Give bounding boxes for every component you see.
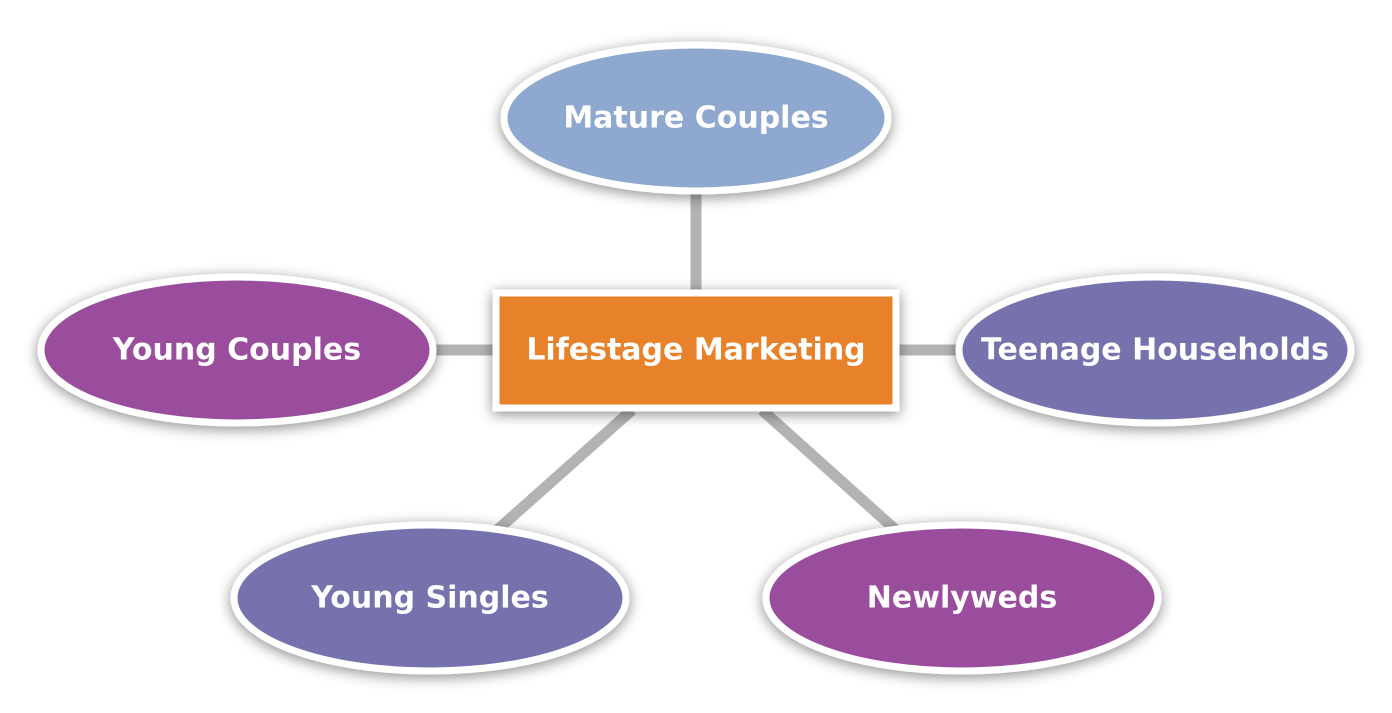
center-node: Lifestage Marketing bbox=[492, 289, 900, 412]
node-mature-couples: Mature Couples bbox=[500, 41, 892, 195]
node-young-couples-shape bbox=[37, 273, 437, 427]
connectors bbox=[432, 190, 962, 537]
center-node-shape bbox=[492, 289, 900, 412]
node-mature-couples-label: Mature Couples bbox=[563, 101, 828, 136]
node-mature-couples-shape bbox=[500, 41, 892, 195]
center-node-label: Lifestage Marketing bbox=[526, 333, 865, 368]
connector-newlyweds bbox=[758, 405, 902, 537]
node-teenage-households: Teenage Households bbox=[955, 273, 1355, 427]
node-young-couples: Young Couples bbox=[37, 273, 437, 427]
connector-young-singles bbox=[491, 405, 636, 537]
node-young-singles-shape bbox=[230, 521, 630, 675]
node-young-couples-label: Young Couples bbox=[112, 333, 361, 368]
node-newlyweds: Newlyweds bbox=[762, 521, 1162, 675]
node-newlyweds-label: Newlyweds bbox=[867, 581, 1057, 616]
node-newlyweds-shape bbox=[762, 521, 1162, 675]
node-teenage-households-shape bbox=[955, 273, 1355, 427]
node-teenage-households-label: Teenage Households bbox=[981, 333, 1329, 368]
node-young-singles: Young Singles bbox=[230, 521, 630, 675]
node-young-singles-label: Young Singles bbox=[310, 581, 548, 616]
